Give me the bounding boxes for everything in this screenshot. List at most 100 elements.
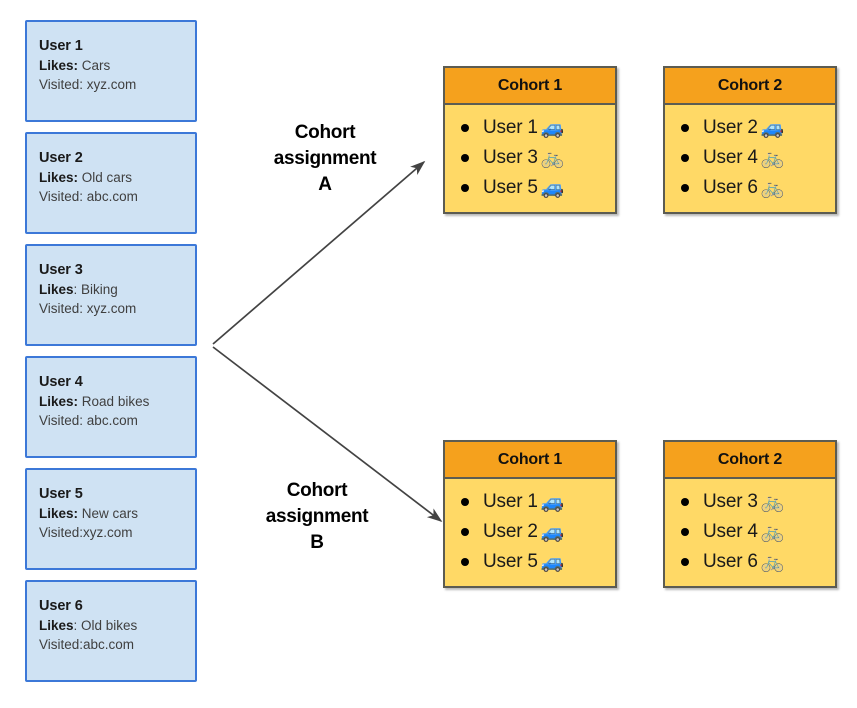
member-label: User 5: [483, 177, 538, 198]
cohort-title: Cohort 2: [665, 442, 835, 479]
cohort-member: User 1🚙: [445, 487, 615, 517]
visited-label: Visited:: [39, 189, 84, 204]
cohort-member-list: User 2🚙 User 4🚲 User 6🚲: [665, 105, 835, 212]
likes-value: Old cars: [81, 170, 133, 185]
assignment-a-label-line1: Cohort: [294, 122, 356, 143]
bicycle-emoji: 🚲: [760, 491, 785, 513]
cohort-member: User 6🚲: [665, 547, 835, 577]
user-visited: Visited: abc.com: [39, 187, 189, 206]
cohort-box-a2[interactable]: Cohort 2 User 2🚙 User 4🚲 User 6🚲: [663, 66, 837, 214]
car-emoji: 🚙: [540, 551, 565, 573]
user-card-content: User 5 Likes: New cars Visited:xyz.com: [39, 484, 189, 542]
member-label: User 1: [483, 491, 538, 512]
member-label: User 3: [483, 147, 538, 168]
user-name: User 3: [39, 262, 83, 278]
assignment-b-label-line3: B: [310, 532, 324, 553]
bullet-icon: [461, 528, 469, 536]
cohort-member-list: User 1🚙 User 3🚲 User 5🚙: [445, 105, 615, 212]
user-card-content: User 3 Likes: Biking Visited: xyz.com: [39, 260, 189, 318]
user-visited: Visited: xyz.com: [39, 299, 189, 318]
assignment-b-label: Cohort assignment B: [222, 478, 412, 556]
visited-label: Visited:: [39, 525, 84, 540]
cohort-title: Cohort 1: [445, 442, 615, 479]
bicycle-emoji: 🚲: [760, 551, 785, 573]
user-name: User 1: [39, 38, 83, 54]
likes-label: Likes:: [39, 394, 79, 409]
user-likes: Likes: Old bikes: [39, 616, 189, 635]
user-likes: Likes: Old cars: [39, 168, 189, 187]
cohort-member: User 2🚙: [665, 113, 835, 143]
bullet-icon: [681, 498, 689, 506]
user-visited: Visited: abc.com: [39, 411, 189, 430]
assignment-b-label-line1: Cohort: [286, 480, 348, 501]
assignment-a-label-line2: assignment: [273, 148, 377, 169]
likes-label: Likes:: [39, 58, 79, 73]
cohort-member: User 5🚙: [445, 547, 615, 577]
bicycle-emoji: 🚲: [760, 147, 785, 169]
user-card[interactable]: User 6 Likes: Old bikes Visited:abc.com: [25, 580, 197, 682]
user-card[interactable]: User 1 Likes: Cars Visited: xyz.com: [25, 20, 197, 122]
user-visited: Visited: xyz.com: [39, 75, 189, 94]
cohort-box-a1[interactable]: Cohort 1 User 1🚙 User 3🚲 User 5🚙: [443, 66, 617, 214]
member-label: User 2: [703, 117, 758, 138]
bullet-icon: [461, 498, 469, 506]
likes-value: Cars: [81, 58, 111, 73]
car-emoji: 🚙: [540, 117, 565, 139]
cohort-member: User 3🚲: [445, 143, 615, 173]
user-card[interactable]: User 5 Likes: New cars Visited:xyz.com: [25, 468, 197, 570]
visited-label: Visited:: [39, 413, 84, 428]
visited-label: Visited:: [39, 637, 84, 652]
bullet-icon: [681, 124, 689, 132]
visited-value: xyz.com: [83, 525, 133, 540]
user-likes: Likes: New cars: [39, 504, 189, 523]
assignment-b-label-line2: assignment: [265, 506, 369, 527]
visited-value: xyz.com: [86, 77, 137, 92]
bicycle-emoji: 🚲: [760, 521, 785, 543]
user-name: User 2: [39, 150, 83, 166]
assignment-a-label-line3: A: [318, 174, 332, 195]
likes-value: : Biking: [73, 282, 118, 297]
cohort-member-list: User 3🚲 User 4🚲 User 6🚲: [665, 479, 835, 586]
likes-label: Likes:: [39, 506, 79, 521]
member-label: User 4: [703, 147, 758, 168]
visited-label: Visited:: [39, 77, 84, 92]
user-likes: Likes: Cars: [39, 56, 189, 75]
likes-label: Likes: [39, 282, 74, 297]
likes-value: New cars: [81, 506, 139, 521]
member-label: User 3: [703, 491, 758, 512]
bicycle-emoji: 🚲: [760, 177, 785, 199]
bicycle-emoji: 🚲: [540, 147, 565, 169]
cohort-box-b2[interactable]: Cohort 2 User 3🚲 User 4🚲 User 6🚲: [663, 440, 837, 588]
user-likes: Likes: Biking: [39, 280, 189, 299]
user-card[interactable]: User 3 Likes: Biking Visited: xyz.com: [25, 244, 197, 346]
cohort-member: User 5🚙: [445, 173, 615, 203]
cohort-title: Cohort 1: [445, 68, 615, 105]
bullet-icon: [681, 558, 689, 566]
cohort-member-list: User 1🚙 User 2🚙 User 5🚙: [445, 479, 615, 586]
user-card-content: User 2 Likes: Old cars Visited: abc.com: [39, 148, 189, 206]
cohort-member: User 3🚲: [665, 487, 835, 517]
member-label: User 5: [483, 551, 538, 572]
cohort-member: User 6🚲: [665, 173, 835, 203]
bullet-icon: [461, 124, 469, 132]
bullet-icon: [461, 154, 469, 162]
user-likes: Likes: Road bikes: [39, 392, 189, 411]
visited-value: abc.com: [86, 189, 138, 204]
member-label: User 1: [483, 117, 538, 138]
car-emoji: 🚙: [540, 177, 565, 199]
user-card[interactable]: User 2 Likes: Old cars Visited: abc.com: [25, 132, 197, 234]
user-name: User 5: [39, 486, 83, 502]
member-label: User 6: [703, 177, 758, 198]
car-emoji: 🚙: [540, 491, 565, 513]
user-card[interactable]: User 4 Likes: Road bikes Visited: abc.co…: [25, 356, 197, 458]
bullet-icon: [461, 558, 469, 566]
visited-value: abc.com: [83, 637, 135, 652]
cohort-box-b1[interactable]: Cohort 1 User 1🚙 User 2🚙 User 5🚙: [443, 440, 617, 588]
visited-value: abc.com: [86, 413, 138, 428]
car-emoji: 🚙: [540, 521, 565, 543]
user-card-content: User 1 Likes: Cars Visited: xyz.com: [39, 36, 189, 94]
member-label: User 2: [483, 521, 538, 542]
bullet-icon: [681, 184, 689, 192]
likes-value: Road bikes: [81, 394, 150, 409]
